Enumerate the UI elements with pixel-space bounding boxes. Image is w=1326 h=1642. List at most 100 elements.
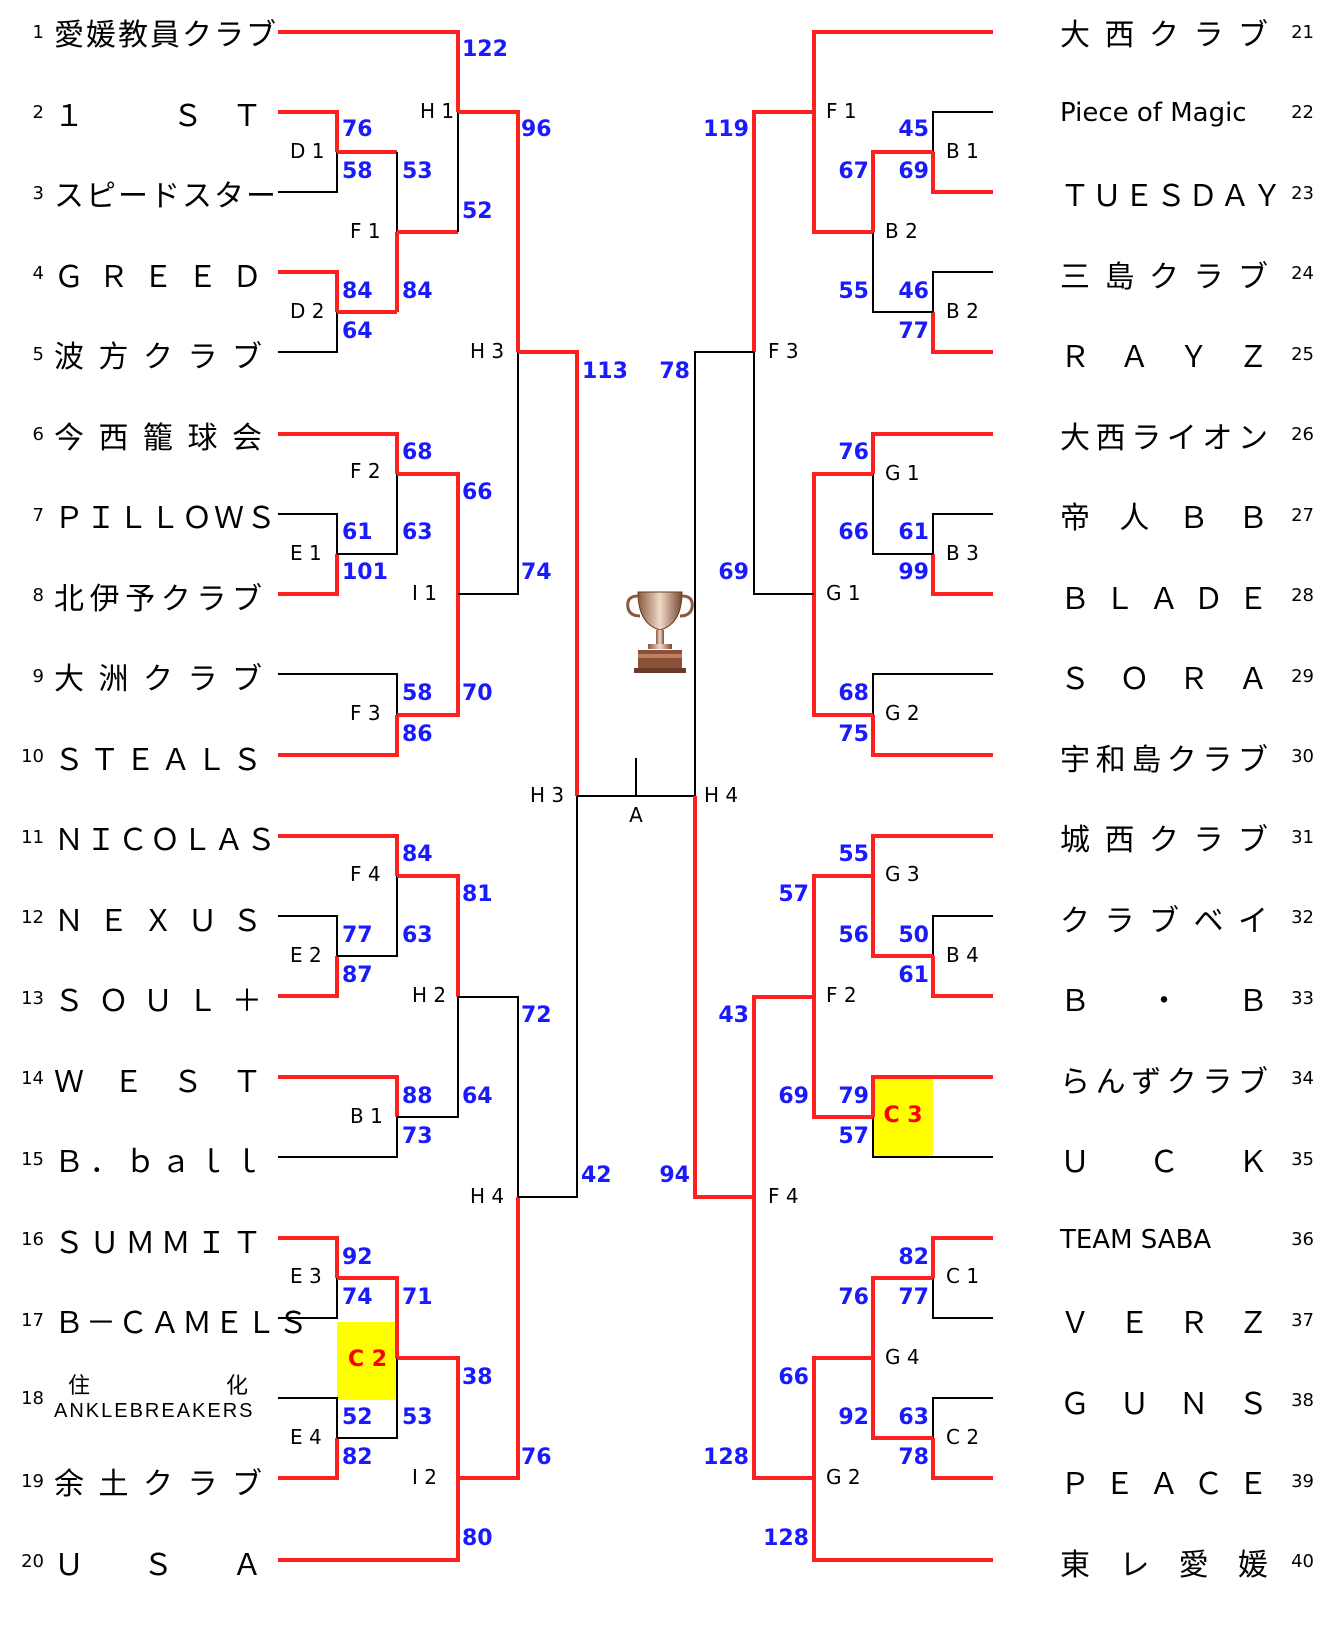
team-number: 39: [1291, 1470, 1314, 1492]
bracket-line: [278, 673, 398, 715]
court-label: G 2: [885, 701, 920, 725]
winner-path: [337, 1276, 399, 1358]
team-number: 36: [1291, 1229, 1314, 1250]
bracket-line: [753, 352, 814, 595]
score-label: 96: [521, 117, 552, 142]
winner-path: [812, 874, 873, 997]
court-label: H 3: [530, 783, 564, 807]
bracket-line: [458, 352, 519, 595]
score-label: 69: [898, 159, 929, 184]
team-number: 14: [21, 1068, 44, 1089]
score-label: 76: [838, 1285, 869, 1310]
team-name: ＳＯＵＬ＋: [54, 984, 264, 1019]
court-label: B 1: [350, 1104, 383, 1128]
score-label: 61: [898, 963, 929, 988]
team-name: ＷＥＳＴ: [54, 1064, 264, 1100]
team-name: ＧＵＮＳ: [1060, 1386, 1270, 1422]
team-number: 20: [21, 1551, 44, 1572]
score-label: 58: [342, 159, 373, 184]
bracket-line: [932, 1397, 993, 1438]
score-label: 64: [342, 319, 373, 344]
score-label: 52: [342, 1405, 373, 1430]
team-number: 25: [1291, 343, 1314, 365]
winner-path: [278, 554, 339, 596]
highlight-box: [873, 1079, 933, 1157]
team-name: 城西クラブ: [1060, 823, 1270, 858]
team-number: 3: [32, 182, 44, 204]
score-label: 67: [838, 159, 869, 184]
score-label: 77: [898, 319, 929, 344]
team-row: 14 ＷＥＳＴ: [0, 1059, 270, 1100]
court-label: B 2: [885, 219, 918, 243]
score-label: 77: [898, 1285, 929, 1310]
winner-path: [931, 312, 993, 354]
bracket-line: [397, 997, 459, 1118]
team-number: 11: [21, 826, 44, 848]
court-label: F 4: [350, 862, 381, 886]
winner-path: [812, 30, 993, 112]
team-name: 大洲クラブ: [54, 662, 264, 697]
team-name: ＮＥＸＵＳ: [54, 903, 264, 939]
team-number: 19: [21, 1470, 44, 1492]
team-number: 38: [1291, 1390, 1314, 1411]
winner-path: [871, 834, 993, 876]
team-name: ＶＥＲＺ: [1060, 1306, 1270, 1341]
team-name-part: 化: [225, 1373, 250, 1399]
winner-path: [871, 1276, 933, 1358]
court-label: E 4: [290, 1425, 322, 1449]
winner-path: [752, 110, 814, 352]
winner-path: [397, 594, 460, 717]
winner-path: [752, 1197, 814, 1480]
winner-path: [931, 1438, 993, 1480]
team-name: ＳＯＲＡ: [1060, 662, 1270, 697]
score-label: 42: [581, 1163, 612, 1188]
winner-path: [812, 112, 873, 234]
bracket-line: [932, 271, 993, 312]
team-number: 2: [32, 102, 44, 123]
winner-path: [871, 1075, 993, 1117]
winner-path: [278, 715, 399, 757]
highlight-box: [337, 1322, 397, 1400]
team-number: 6: [32, 424, 44, 445]
score-label: 43: [718, 1003, 749, 1028]
court-label: F 1: [350, 219, 381, 243]
winner-path: [871, 715, 993, 757]
team-number: 23: [1291, 182, 1314, 204]
team-number: 7: [32, 504, 44, 526]
score-label: 69: [778, 1084, 809, 1109]
winner-path: [871, 1358, 933, 1440]
court-label: H 4: [704, 783, 738, 807]
winner-path: [397, 1356, 460, 1478]
score-label: 57: [838, 1124, 869, 1149]
team-number: 29: [1291, 665, 1314, 687]
court-label: B 4: [946, 943, 979, 967]
score-label: 128: [763, 1526, 809, 1551]
score-label: 76: [342, 117, 373, 142]
court-label: B 2: [946, 299, 979, 323]
bracket-line: [337, 1358, 398, 1439]
score-label: 46: [898, 279, 929, 304]
bracket-line: [337, 876, 398, 957]
score-label: 58: [402, 681, 433, 706]
score-label: 80: [462, 1526, 493, 1551]
score-label: 45: [898, 117, 929, 142]
score-label: 113: [582, 359, 628, 384]
